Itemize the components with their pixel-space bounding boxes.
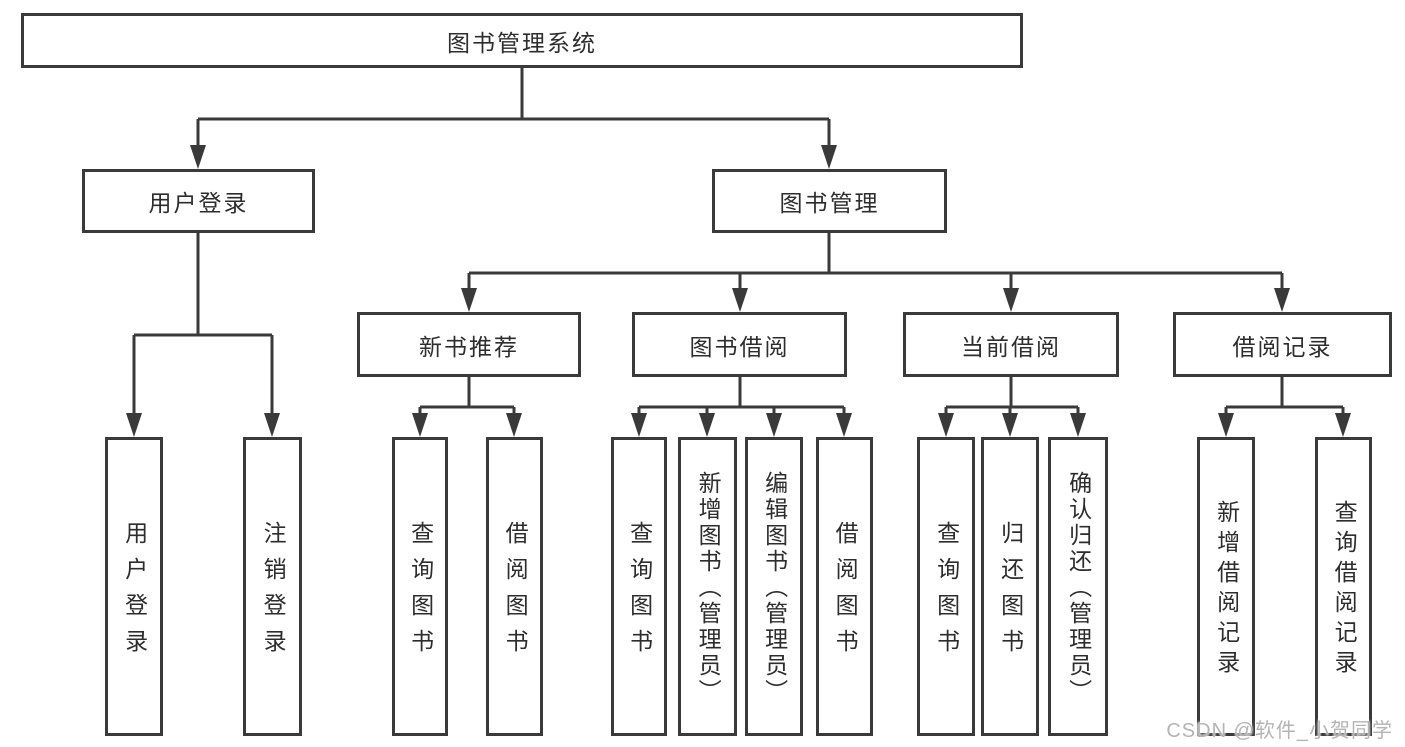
node-borrow-books-leaf: 借阅图书 <box>816 437 873 736</box>
node-current-borrow: 当前借阅 <box>903 312 1119 377</box>
node-label: 新增借阅记录 <box>1213 500 1240 680</box>
arrow-down-icon <box>1070 413 1086 437</box>
arrow-down-icon <box>699 413 715 437</box>
arrow-down-icon <box>506 413 522 437</box>
connector-new-book-recommend-children <box>418 377 516 415</box>
arrow-down-icon <box>766 413 782 437</box>
node-label: 归还图书 <box>997 521 1024 665</box>
node-edit-book-admin: 编辑图书（管理员） <box>745 437 803 736</box>
node-query-books-recommend: 查询图书 <box>392 437 448 736</box>
node-label: 查询图书 <box>407 521 434 665</box>
node-label: 图书管理系统 <box>447 29 597 56</box>
node-borrow-records: 借阅记录 <box>1173 312 1392 377</box>
connector-current-borrow-children <box>944 377 1080 415</box>
arrow-down-icon <box>836 413 852 437</box>
arrow-down-icon <box>938 413 954 437</box>
node-label: 用户登录 <box>148 190 249 216</box>
node-user-login: 用户登录 <box>82 169 315 233</box>
node-label: 图书管理 <box>779 190 880 216</box>
arrowheads <box>126 145 1351 437</box>
node-label: 查询图书 <box>933 521 960 665</box>
node-new-book-recommend: 新书推荐 <box>357 312 581 377</box>
node-query-books-borrow: 查询图书 <box>611 437 667 736</box>
connector-book-borrow-children <box>637 377 846 415</box>
node-label: 当前借阅 <box>961 333 1061 360</box>
node-label: 编辑图书（管理员） <box>761 471 788 705</box>
node-label: 借阅图书 <box>832 521 859 665</box>
arrow-down-icon <box>264 413 280 437</box>
node-confirm-return-admin: 确认归还（管理员） <box>1048 437 1108 736</box>
node-query-books-current: 查询图书 <box>917 437 975 736</box>
arrow-down-icon <box>821 145 837 169</box>
node-label: 查询图书 <box>626 521 653 665</box>
node-book-borrow: 图书借阅 <box>632 312 847 377</box>
arrow-down-icon <box>1002 413 1018 437</box>
arrow-down-icon <box>461 288 477 312</box>
node-query-borrow-record: 查询借阅记录 <box>1315 437 1372 736</box>
arrow-down-icon <box>190 145 206 169</box>
node-label: 借阅记录 <box>1232 333 1333 360</box>
connector-borrow-records-children <box>1224 377 1345 415</box>
arrow-down-icon <box>631 413 647 437</box>
node-logout-leaf: 注销登录 <box>243 437 302 736</box>
node-label: 用户登录 <box>121 521 148 665</box>
node-library-management-system: 图书管理系统 <box>21 13 1023 68</box>
arrow-down-icon <box>1218 413 1234 437</box>
node-label: 新书推荐 <box>419 333 519 360</box>
node-add-book-admin: 新增图书（管理员） <box>678 437 737 736</box>
node-label: 图书借阅 <box>689 333 790 360</box>
node-book-management: 图书管理 <box>712 169 947 233</box>
node-add-borrow-record: 新增借阅记录 <box>1197 437 1255 736</box>
connector-book-management-to-level3 <box>467 233 1284 290</box>
arrow-down-icon <box>732 288 748 312</box>
arrow-down-icon <box>1274 288 1290 312</box>
arrow-down-icon <box>126 413 142 437</box>
node-label: 确认归还（管理员） <box>1065 471 1092 705</box>
node-label: 借阅图书 <box>502 521 529 665</box>
arrow-down-icon <box>1003 288 1019 312</box>
node-return-book: 归还图书 <box>981 437 1039 736</box>
node-label: 查询借阅记录 <box>1331 500 1358 680</box>
arrow-down-icon <box>1335 413 1351 437</box>
arrow-down-icon <box>412 413 428 437</box>
node-user-login-leaf: 用户登录 <box>105 437 163 736</box>
node-borrow-books-recommend: 借阅图书 <box>486 437 543 736</box>
node-label: 注销登录 <box>260 521 287 665</box>
connector-user-login-children <box>132 233 274 415</box>
connector-root-to-level2 <box>196 68 831 147</box>
node-label: 新增图书（管理员） <box>695 471 722 705</box>
